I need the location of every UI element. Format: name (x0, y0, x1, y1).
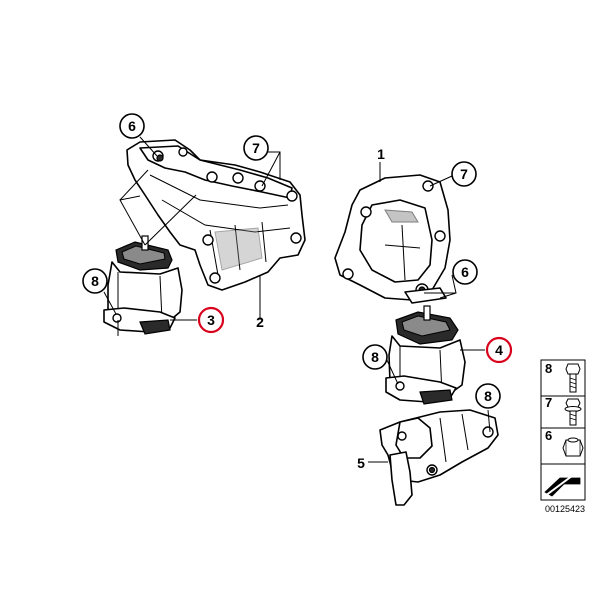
callout-8-low: 8 (475, 383, 501, 409)
legend-label-8: 8 (545, 361, 552, 376)
part-number-2: 2 (256, 314, 264, 330)
callout-4: 4 (485, 336, 513, 364)
engine-bracket-right (334, 174, 451, 304)
callout-label: 6 (461, 264, 469, 280)
callout-label: 6 (128, 118, 136, 134)
engine-mount-right (385, 305, 466, 405)
callout-label: 7 (460, 166, 468, 182)
callout-label: 8 (91, 273, 99, 289)
part-number-1: 1 (377, 146, 385, 162)
callout-label: 3 (207, 312, 215, 328)
callout-label: 8 (371, 349, 379, 365)
callout-3: 3 (197, 306, 225, 334)
callout-label: 4 (495, 342, 503, 358)
legend-label-6: 6 (545, 428, 552, 443)
hex-nut-icon (562, 437, 584, 457)
part-number-5: 5 (357, 455, 365, 471)
flange-bolt-icon (564, 398, 582, 426)
callout-label: 7 (252, 140, 260, 156)
legend-label-7: 7 (545, 395, 552, 410)
hardware-legend: 8 7 6 (540, 359, 586, 501)
leader-lines (103, 136, 491, 463)
engine-bracket-left (126, 139, 306, 291)
callout-7-top: 7 (243, 135, 269, 161)
callout-6-top: 6 (119, 113, 145, 139)
callout-7-right: 7 (451, 161, 477, 187)
gasket-arrow-icon (544, 469, 581, 497)
callout-6-right: 6 (452, 259, 478, 285)
callout-8-left: 8 (82, 268, 108, 294)
callout-label: 8 (484, 388, 492, 404)
support-bracket (379, 409, 499, 506)
reference-number: 00125423 (545, 504, 585, 514)
callout-8-mid: 8 (362, 344, 388, 370)
engine-mount-left (103, 235, 183, 335)
hex-bolt-icon (565, 363, 581, 393)
